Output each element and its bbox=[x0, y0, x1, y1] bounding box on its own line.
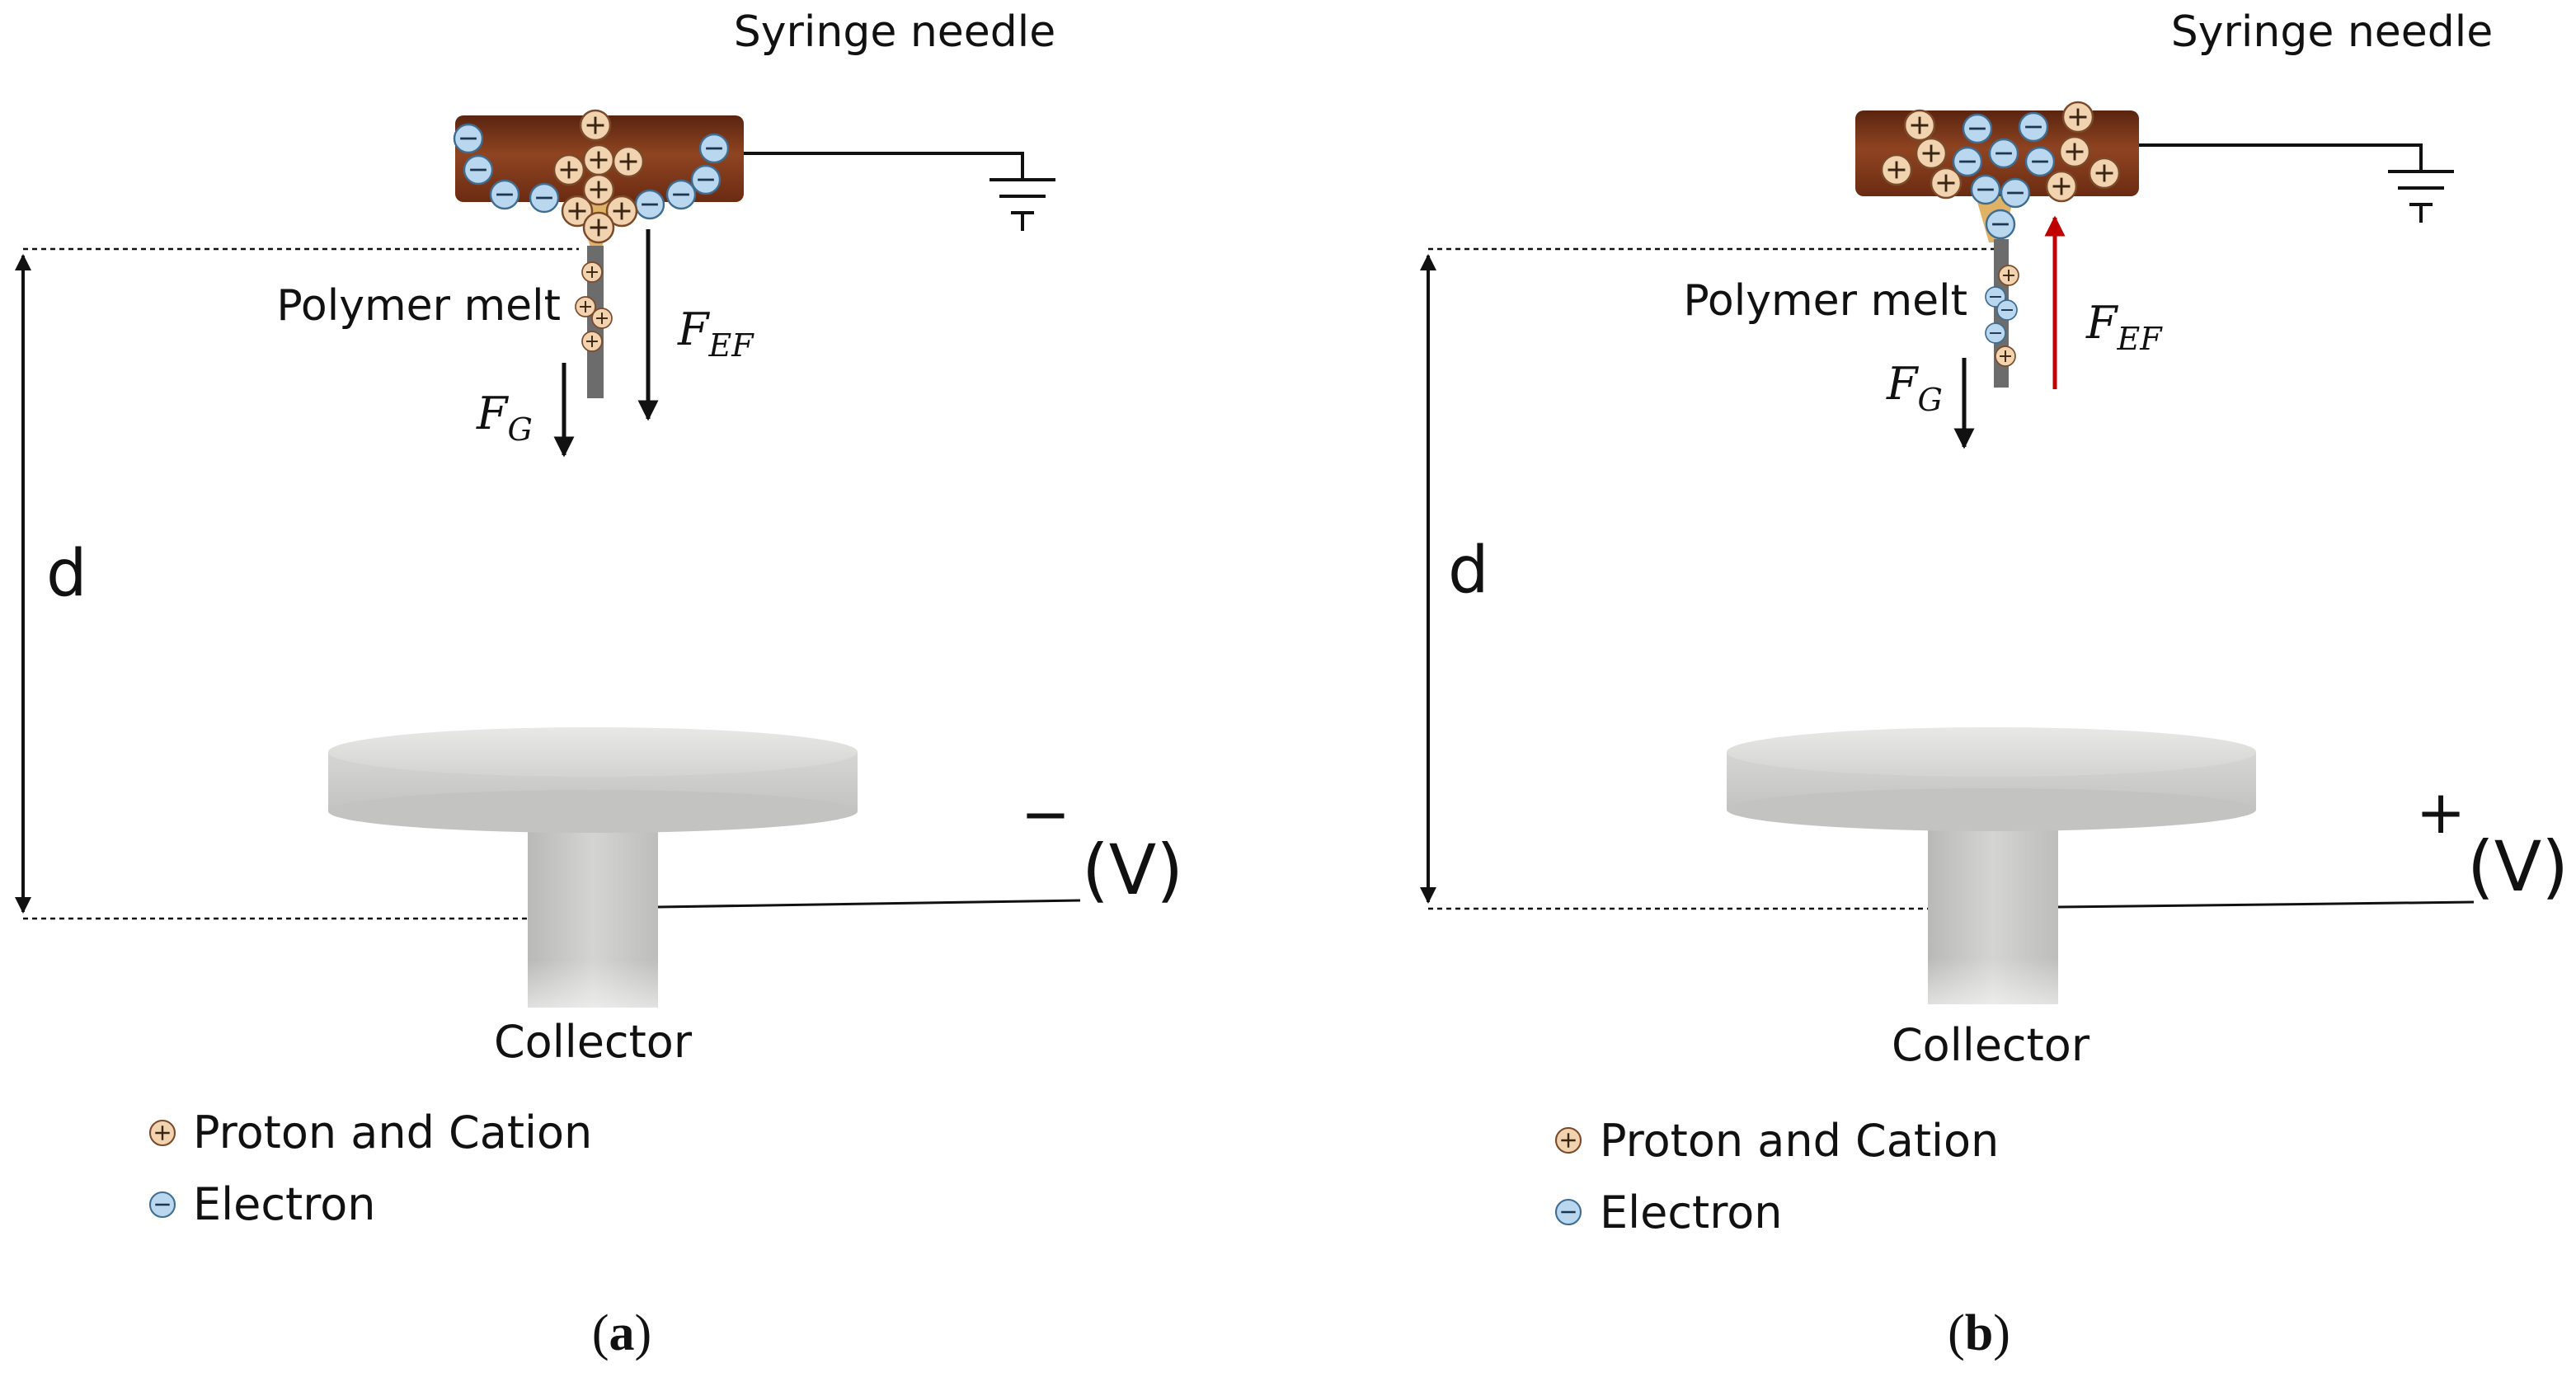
proton-charge bbox=[582, 211, 615, 244]
charge-layer bbox=[453, 101, 2121, 367]
electron-charge bbox=[453, 123, 484, 154]
collector-label: Collector bbox=[494, 1016, 693, 1068]
electron-charge bbox=[698, 133, 730, 164]
legend-proton-label: Proton and Cation bbox=[193, 1107, 592, 1158]
legend: Proton and Cation Electron bbox=[148, 1107, 592, 1230]
distance-label: d bbox=[1448, 533, 1489, 608]
legend-proton-label: Proton and Cation bbox=[1600, 1115, 1999, 1167]
electron-charge bbox=[690, 164, 722, 195]
ground-symbol bbox=[744, 152, 1055, 231]
voltage-sign: − bbox=[1021, 779, 1070, 848]
force-field-sub: EF bbox=[2116, 321, 2163, 357]
panel-caption: (a) bbox=[592, 1305, 651, 1361]
proton-charge bbox=[1995, 345, 2016, 367]
legend: Proton and Cation Electron bbox=[1554, 1115, 1999, 1238]
distance-indicator: d bbox=[1420, 247, 1994, 910]
force-electric-field: FEF bbox=[2044, 215, 2163, 389]
svg-text:FG: FG bbox=[476, 388, 533, 448]
electron-charge bbox=[2018, 111, 2049, 143]
voltage-sign: + bbox=[2416, 778, 2466, 847]
proton-charge bbox=[2045, 170, 2078, 203]
proton-charge bbox=[579, 109, 612, 142]
voltage-label: (V) bbox=[1082, 829, 1183, 910]
electron-icon bbox=[148, 1191, 176, 1219]
voltage-wire bbox=[2057, 900, 2475, 909]
legend-item-electron: Electron bbox=[1554, 1187, 1782, 1238]
legend-electron-label: Electron bbox=[193, 1178, 375, 1230]
legend-electron-label: Electron bbox=[1600, 1187, 1782, 1238]
panel-a-charges bbox=[453, 109, 730, 352]
force-field-main: F bbox=[2085, 297, 2119, 349]
force-field-sub: EF bbox=[707, 327, 754, 364]
polymer-melt-label: Polymer melt bbox=[1683, 276, 1967, 326]
proton-icon bbox=[1554, 1126, 1582, 1154]
electron-charge bbox=[1988, 138, 2019, 169]
force-gravity-main: F bbox=[476, 388, 510, 439]
electron-charge bbox=[489, 179, 520, 210]
svg-text:FG: FG bbox=[1886, 358, 1943, 418]
ground-symbol bbox=[2139, 143, 2454, 223]
proton-charge bbox=[581, 261, 603, 283]
panel-b-charges bbox=[1880, 101, 2121, 367]
electron-charge bbox=[1996, 299, 2018, 321]
collector bbox=[328, 727, 858, 1008]
electron-charge bbox=[665, 179, 697, 210]
collector bbox=[1727, 727, 2256, 1004]
proton-charge bbox=[1880, 153, 1913, 186]
electron-icon bbox=[1554, 1198, 1582, 1226]
collector-label: Collector bbox=[1892, 1019, 2090, 1071]
proton-charge bbox=[2061, 101, 2094, 134]
proton-charge bbox=[1915, 137, 1948, 170]
force-gravity-sub: G bbox=[1917, 382, 1942, 418]
svg-text:FEF: FEF bbox=[677, 303, 754, 364]
electron-charge bbox=[1952, 146, 1983, 177]
needle-label: Syringe needle bbox=[734, 7, 1055, 57]
electron-charge bbox=[529, 182, 560, 214]
proton-charge bbox=[2058, 135, 2091, 168]
legend-item-electron: Electron bbox=[148, 1178, 375, 1230]
proton-charge bbox=[575, 296, 596, 317]
distance-label: d bbox=[46, 537, 87, 611]
proton-charge bbox=[561, 195, 594, 228]
svg-text:FEF: FEF bbox=[2085, 297, 2163, 357]
electron-charge bbox=[2024, 146, 2056, 177]
force-electric-field: FEF bbox=[637, 229, 754, 421]
needle-label: Syringe needle bbox=[2171, 7, 2493, 57]
force-gravity-main: F bbox=[1886, 358, 1920, 410]
force-gravity: FG bbox=[1886, 358, 1975, 449]
proton-charge bbox=[581, 331, 603, 352]
panel-a: Syringe needle Polymer melt FG FEF bbox=[15, 7, 1183, 1361]
proton-charge bbox=[2088, 157, 2121, 190]
proton-charge bbox=[582, 143, 615, 176]
proton-icon bbox=[148, 1119, 176, 1147]
polymer-melt-label: Polymer melt bbox=[276, 281, 561, 331]
force-field-main: F bbox=[677, 303, 711, 355]
proton-charge bbox=[1930, 167, 1963, 200]
proton-charge bbox=[605, 195, 638, 228]
electron-charge bbox=[1985, 209, 2016, 240]
legend-item-proton: Proton and Cation bbox=[1554, 1115, 1999, 1167]
distance-indicator: d bbox=[15, 247, 579, 920]
electron-charge bbox=[1985, 322, 2006, 344]
proton-charge bbox=[582, 173, 615, 206]
force-gravity: FG bbox=[476, 363, 575, 458]
electron-charge bbox=[463, 154, 494, 186]
voltage-wire bbox=[657, 899, 1081, 909]
panel-b: Syringe needle Polymer melt FG FEF d bbox=[1420, 7, 2569, 1361]
proton-charge bbox=[1998, 265, 2019, 286]
electron-charge bbox=[2000, 177, 2031, 209]
legend-item-proton: Proton and Cation bbox=[148, 1107, 592, 1158]
proton-charge bbox=[612, 145, 645, 178]
electron-charge bbox=[1962, 113, 1993, 144]
force-gravity-sub: G bbox=[507, 411, 532, 448]
voltage-label: (V) bbox=[2467, 826, 2569, 907]
proton-charge bbox=[591, 308, 613, 329]
panel-caption: (b) bbox=[1948, 1305, 2010, 1361]
electron-charge bbox=[634, 189, 665, 220]
proton-charge bbox=[1903, 109, 1936, 142]
electron-charge bbox=[1970, 174, 2001, 205]
proton-charge bbox=[552, 153, 585, 186]
